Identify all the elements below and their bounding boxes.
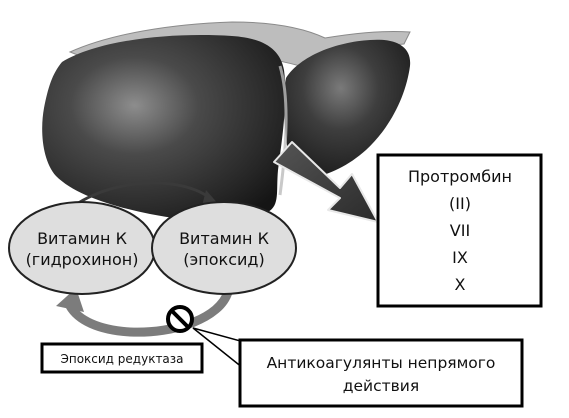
node-vitamin-k-hydroquinone: Витамин К (гидрохинон) <box>8 201 156 295</box>
bottom-cycle-arc <box>66 290 233 337</box>
anticoagulant-label-line1: Антикоагулянты непрямого <box>267 354 496 372</box>
node-label-line1: Витамин К <box>179 229 270 248</box>
node-vitamin-k-epoxide: Витамин К (эпоксид) <box>151 201 297 295</box>
synthesis-arrow <box>273 141 379 223</box>
enzyme-label-box: Эпоксид редуктаза <box>40 342 204 374</box>
node-ellipse <box>8 201 156 295</box>
enzyme-label: Эпоксид редуктаза <box>60 352 183 366</box>
no-entry-icon <box>166 305 194 333</box>
node-label-line2: (эпоксид) <box>183 250 264 269</box>
factor-item: (II) <box>449 194 471 213</box>
factor-item: Протромбин <box>408 167 512 186</box>
clotting-factors-box: Протромбин (II) VII IX X <box>376 153 543 308</box>
liver-right-lobe <box>42 35 286 221</box>
node-label-line2: (гидрохинон) <box>26 250 139 269</box>
anticoagulant-label-box: Антикоагулянты непрямого действия <box>238 338 524 408</box>
anticoagulant-label-line2: действия <box>343 377 419 395</box>
factor-item: X <box>455 275 466 294</box>
factor-item: VII <box>450 221 470 240</box>
factor-item: IX <box>452 248 468 267</box>
liver-illustration <box>42 21 411 221</box>
node-ellipse <box>151 201 297 295</box>
liver-left-lobe <box>283 39 411 179</box>
liver-fissure <box>278 65 288 196</box>
node-label-line1: Витамин К <box>37 229 128 248</box>
